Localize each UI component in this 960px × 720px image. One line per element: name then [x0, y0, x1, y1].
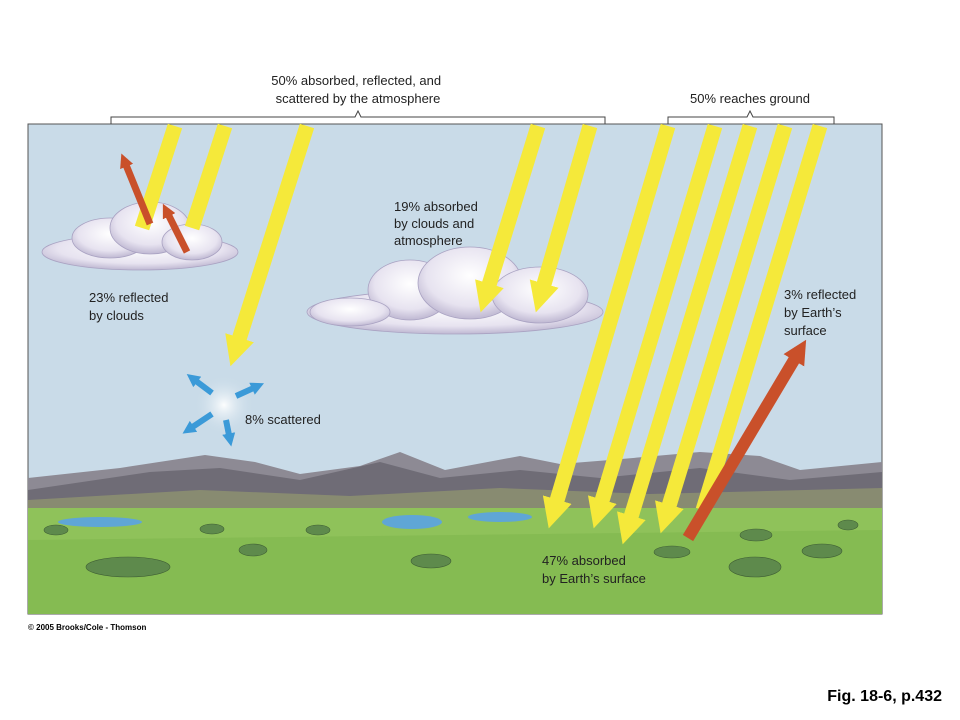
reflect-arrow-cloud-2 [162, 203, 191, 254]
scatter-arrow-ne [234, 382, 265, 399]
bracket-ground [667, 109, 835, 124]
lake-center [382, 515, 442, 529]
scatter-arrows [182, 374, 265, 447]
label-clouds-reflected: 23% reflected by clouds [89, 290, 172, 323]
sunbeam-scatter [225, 123, 315, 367]
sunbeam-ground-4 [655, 123, 793, 534]
sunbeam-ground-3 [617, 123, 758, 545]
lake-right [468, 512, 532, 522]
sunbeam-ground-2 [587, 123, 723, 529]
reflect-arrow-cloud-1 [120, 153, 154, 226]
sunbeam-cloud-1 [475, 123, 546, 313]
label-scattered: 8% scattered [245, 412, 321, 427]
figure-reference: Fig. 18-6, p.432 [827, 688, 942, 705]
scatter-arrow-nw [186, 374, 214, 396]
sunbeam-cloud-2 [529, 123, 598, 313]
sunbeam-ground-5 [695, 123, 828, 513]
label-surface-absorbed: 47% absorbed by Earth’s surface [542, 553, 646, 586]
label-surface-reflected: 3% reflected by Earth’s surface [784, 287, 860, 338]
sunbeams [134, 123, 828, 545]
sunbeam-2 [184, 123, 233, 231]
label-clouds-absorbed: 19% absorbed by clouds and atmosphere [394, 199, 481, 248]
label-atmosphere-total: 50% absorbed, reflected, and scattered b… [271, 73, 444, 106]
scatter-arrow-sw [182, 411, 214, 434]
copyright-notice: © 2005 Brooks/Cole - Thomson [28, 623, 147, 632]
shrubs [43, 519, 859, 578]
sunbeam-ground-1 [542, 123, 676, 529]
label-reaches-ground: 50% reaches ground [690, 91, 810, 106]
reflect-arrow-surface [682, 339, 807, 542]
lake-left [58, 517, 142, 527]
bracket-atmosphere [110, 109, 606, 124]
reflected-arrows [120, 153, 807, 542]
scatter-arrow-se [222, 419, 236, 447]
